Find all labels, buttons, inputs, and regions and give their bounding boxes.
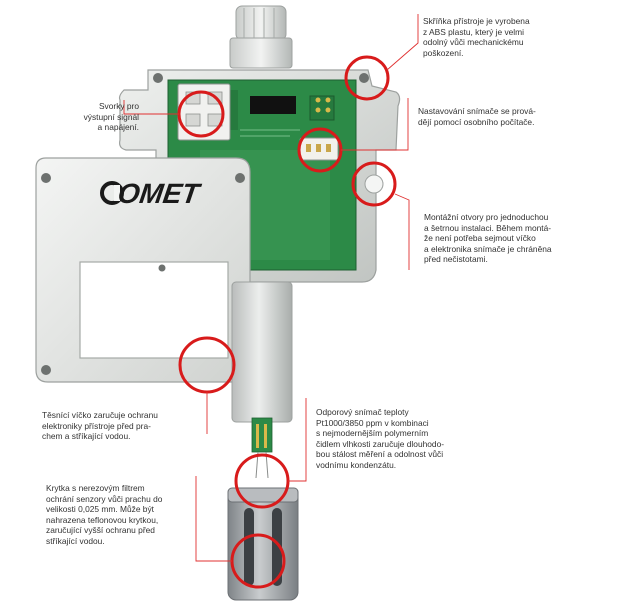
housing-lid [35, 157, 251, 383]
ring-housing [344, 55, 390, 101]
pc-connector [299, 137, 339, 161]
callout-filter-cap: Krytka s nerezovým filtrem ochrání senzo… [46, 483, 163, 546]
callout-terminals: Svorky pro výstupní signál a napájení. [83, 101, 139, 133]
sensor-element [251, 417, 273, 479]
ring-mounting-hole [351, 161, 397, 207]
callout-sealed-lid: Těsnící víčko zaručuje ochranu elektroni… [42, 410, 158, 442]
callout-pc-config: Nastavování snímače se prová- dějí pomoc… [418, 106, 536, 127]
cable-gland [229, 5, 293, 69]
callout-mounting-holes: Montážní otvory pro jednoduchou a šetrno… [424, 212, 552, 265]
callout-sensor: Odporový snímač teploty Pt1000/3850 ppm … [316, 407, 445, 470]
brand-logo-text: OMET [115, 178, 202, 209]
comet-logo-mark [100, 181, 124, 205]
callout-housing-material: Skříňka přístroje je vyrobena z ABS plas… [423, 16, 530, 58]
leader-lines [123, 14, 419, 562]
probe-tube [231, 281, 293, 423]
